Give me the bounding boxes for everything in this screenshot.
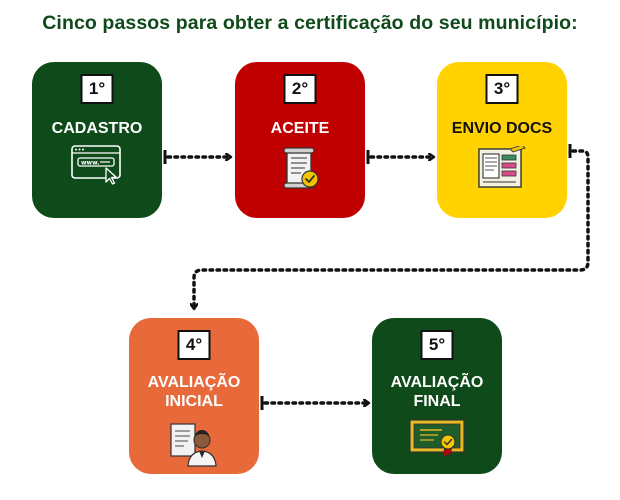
certificate-icon [409,419,465,458]
step-avaliacao-final: 5° AVALIAÇÃO FINAL [372,318,502,474]
step-number: 3° [485,74,519,104]
connector-1-2 [163,150,230,164]
step-number: 1° [80,74,114,104]
svg-text:www.: www. [81,160,100,167]
step-number: 4° [177,330,211,360]
step-label: CADASTRO [51,120,143,137]
step-envio-docs: 3° ENVIO DOCS [437,62,567,218]
connector-2-3 [366,150,433,164]
evaluator-person-icon [170,423,217,467]
documents-board-icon [478,146,526,188]
step-label: ACEITE [270,120,330,137]
step-avaliacao-inicial: 4° AVALIAÇÃO INICIAL [129,318,259,474]
diagram-title: Cinco passos para obter a certificação d… [42,12,578,34]
step-label: ENVIO DOCS [451,120,553,137]
step-number: 2° [283,74,317,104]
step-label: AVALIAÇÃO INICIAL [147,374,241,410]
connector-3-4 [194,144,590,308]
step-aceite: 2° ACEITE [235,62,365,218]
step-label: AVALIAÇÃO FINAL [390,374,484,410]
connector-4-5 [260,396,368,410]
contract-scroll-icon [283,147,319,189]
browser-window-icon: www. [71,145,121,185]
step-cadastro: 1° CADASTRO www. [32,62,162,218]
step-number: 5° [420,330,454,360]
